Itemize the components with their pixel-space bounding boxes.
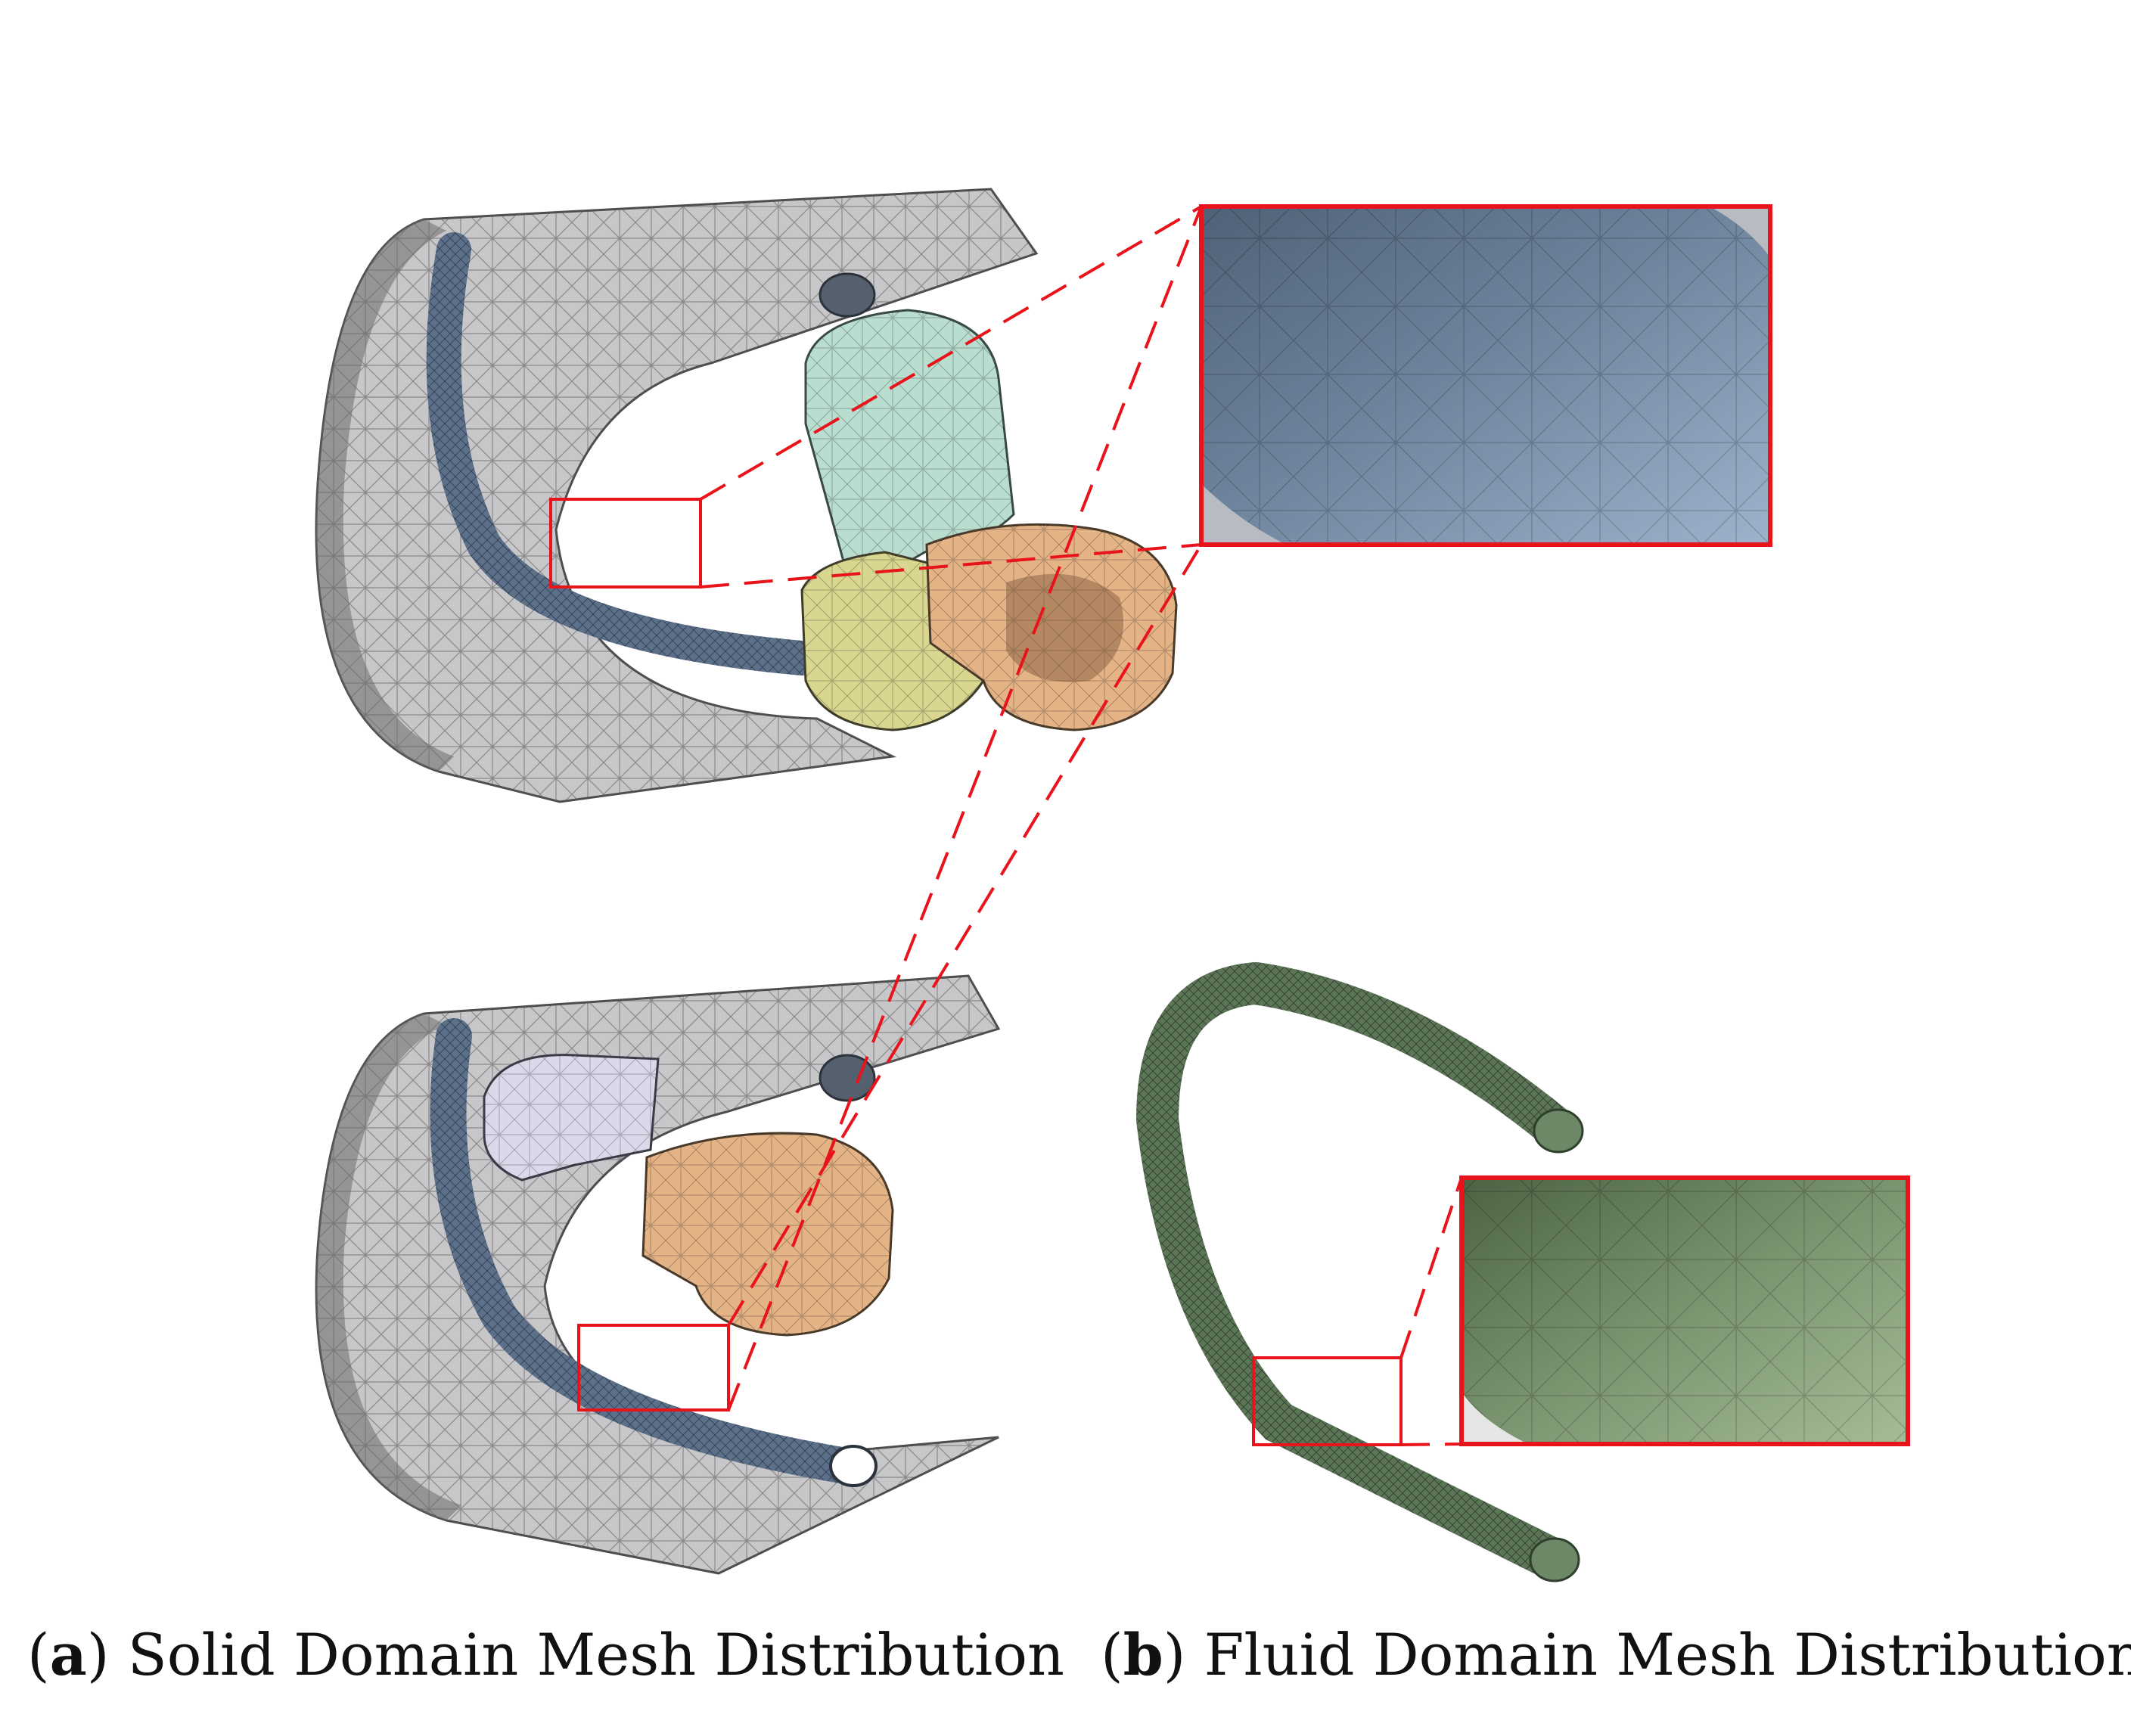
caption-letter-b: b [1123, 1621, 1163, 1688]
caption-fluid-domain: (b) Fluid Domain Mesh Distribution [1101, 1621, 2131, 1688]
caption-solid-domain: (a) Solid Domain Mesh Distribution [27, 1621, 1064, 1688]
zoom-panel-blue [1199, 204, 1772, 547]
bent-plate-top-shading [316, 219, 454, 772]
callout-lines [699, 205, 1463, 1446]
tube-end-top [819, 272, 876, 318]
solid-domain-assembly-bottom [315, 974, 1001, 1575]
highlight-box-fluid [1252, 1356, 1403, 1446]
bent-plate-bottom-shading [316, 1014, 461, 1520]
fluid-tube-end-upper [1533, 1108, 1584, 1154]
solid-domain-assembly-top [315, 188, 1178, 803]
fluid-domain-tube [1135, 961, 1584, 1582]
tube-end-bottom-front [829, 1445, 878, 1487]
tube-end-bottom-back [819, 1054, 876, 1102]
highlight-box-bottom [577, 1324, 730, 1411]
tube-bottom [430, 1018, 873, 1486]
caption-letter-a: a [49, 1621, 87, 1688]
fluid-tube [1135, 961, 1576, 1579]
highlight-box-top [549, 498, 702, 589]
zoom-panel-green [1459, 1175, 1910, 1446]
fluid-tube-end-lower [1529, 1537, 1580, 1582]
tube-top [426, 232, 819, 675]
